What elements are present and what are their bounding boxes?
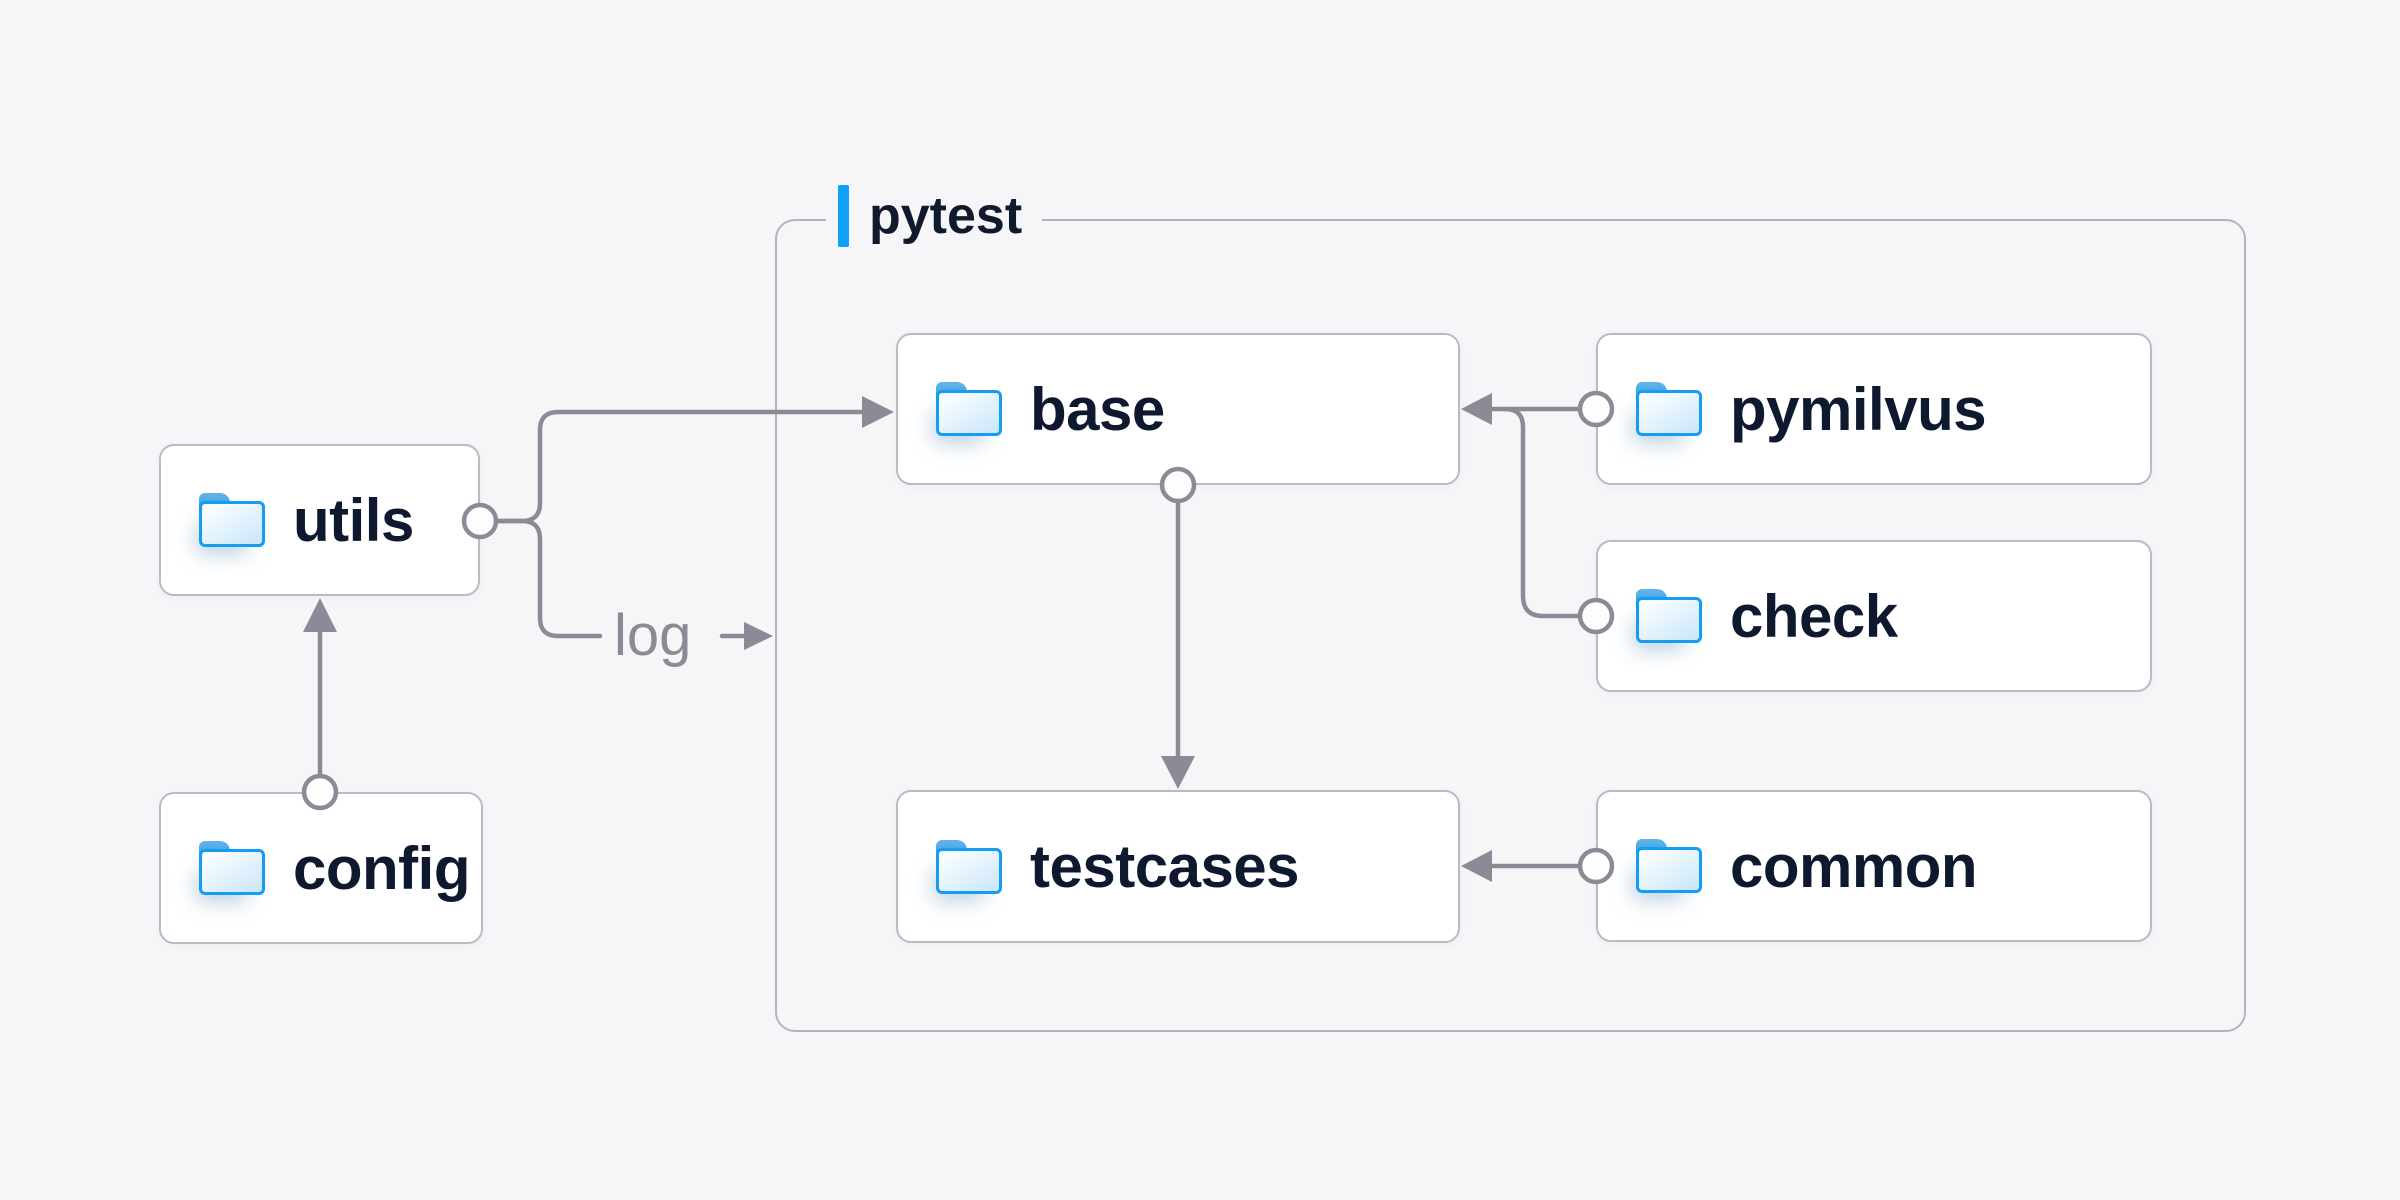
node-pymilvus: pymilvus [1596,333,2152,485]
node-testcases-label: testcases [1030,833,1300,900]
node-utils-label: utils [293,486,414,554]
node-config-label: config [293,834,470,902]
pytest-group-container [775,219,2246,1032]
node-base-label: base [1030,375,1165,443]
node-config: config [159,792,483,944]
node-check: check [1596,540,2152,692]
edge-line [493,518,603,639]
node-utils: utils [159,444,480,596]
folder-icon [199,493,265,547]
edge-config-to-utils [301,598,339,811]
pytest-group-label: pytest [826,185,1043,247]
node-common-label: common [1730,832,1978,900]
folder-icon [936,382,1002,436]
node-common: common [1596,790,2152,942]
arrowhead-right-icon [744,622,773,650]
node-base: base [896,333,1460,485]
folder-icon [1636,839,1702,893]
pytest-accent-bar-icon [838,185,849,247]
folder-icon [199,841,265,895]
node-testcases: testcases [896,790,1460,943]
folder-icon [1636,589,1702,643]
arrowhead-up-icon [303,598,337,632]
node-check-label: check [1730,582,1898,650]
folder-icon [936,839,1002,894]
pytest-group-title: pytest [869,187,1023,245]
log-annotation-label: log [614,603,692,668]
folder-icon [1636,382,1702,436]
node-pymilvus-label: pymilvus [1730,375,1987,443]
